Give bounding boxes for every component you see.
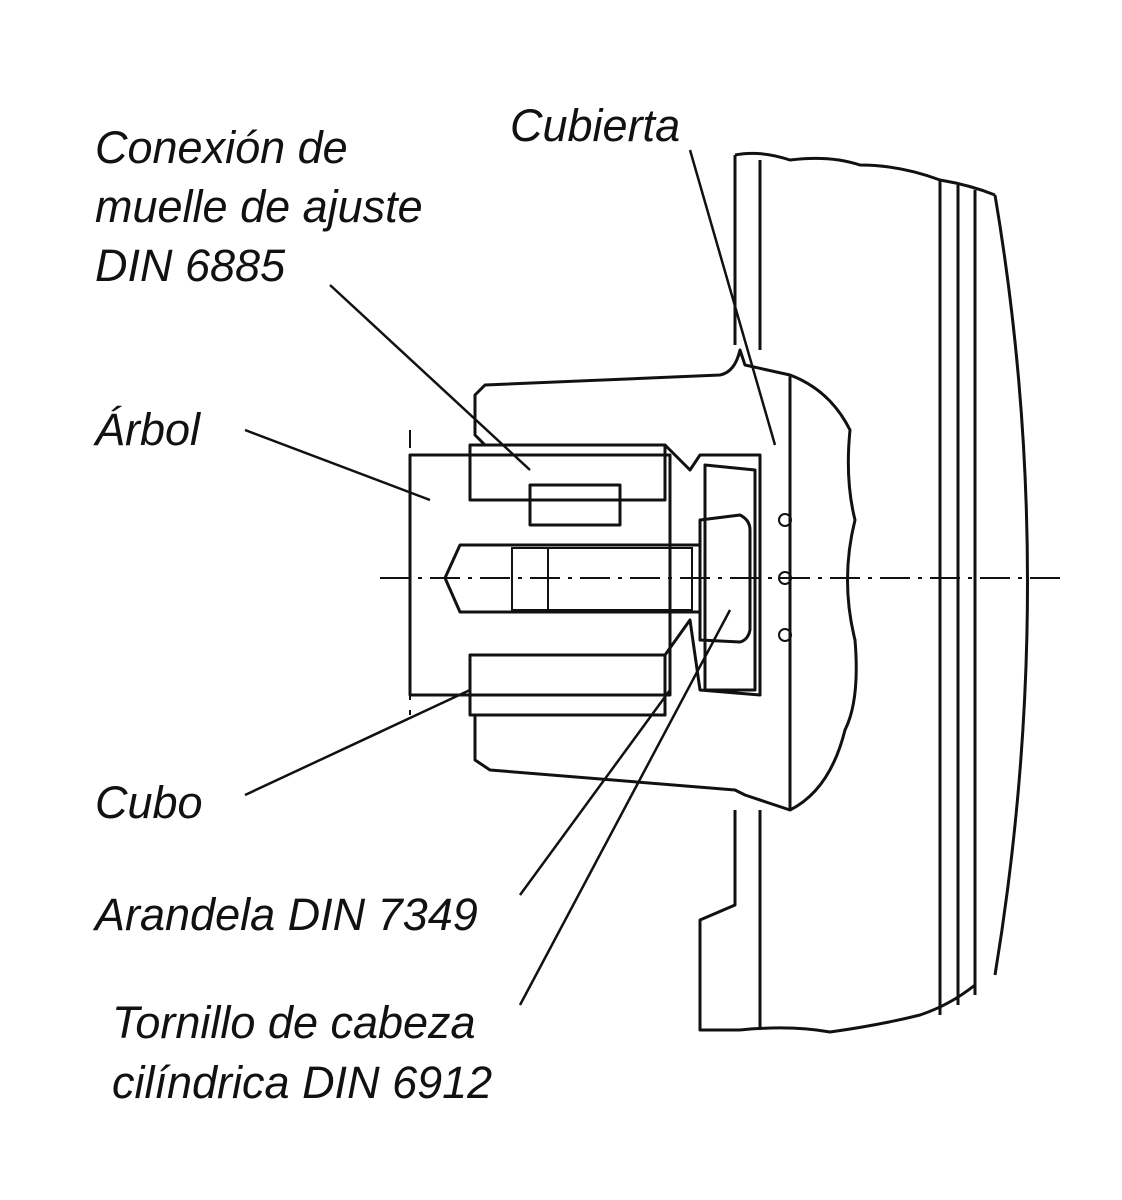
label-keyway-3: DIN 6885 bbox=[95, 240, 286, 291]
key-slot bbox=[528, 483, 622, 527]
leader-washer bbox=[518, 689, 672, 896]
label-keyway-2: muelle de ajuste bbox=[95, 181, 423, 232]
leader-hub bbox=[244, 688, 471, 797]
shaft bbox=[408, 453, 672, 697]
leader-screw bbox=[518, 609, 732, 1006]
label-cover: Cubierta bbox=[510, 100, 680, 151]
screw-head bbox=[698, 513, 752, 644]
label-screw-2: cilíndrica DIN 6912 bbox=[112, 1057, 492, 1108]
hub-lower-segment bbox=[468, 653, 667, 717]
label-screw-1: Tornillo de cabeza bbox=[112, 997, 476, 1048]
leader-shaft bbox=[244, 428, 431, 502]
label-shaft: Árbol bbox=[93, 404, 202, 455]
leader-keyway bbox=[329, 284, 531, 471]
washer bbox=[703, 463, 757, 692]
hub bbox=[473, 348, 792, 812]
parallel-key bbox=[468, 443, 667, 502]
label-washer: Arandela DIN 7349 bbox=[92, 889, 478, 940]
label-keyway-1: Conexión de bbox=[95, 122, 348, 173]
label-hub: Cubo bbox=[95, 777, 203, 828]
leader-cover bbox=[688, 149, 777, 446]
handwheel-body bbox=[698, 151, 1029, 1034]
screw-bore bbox=[443, 543, 702, 614]
